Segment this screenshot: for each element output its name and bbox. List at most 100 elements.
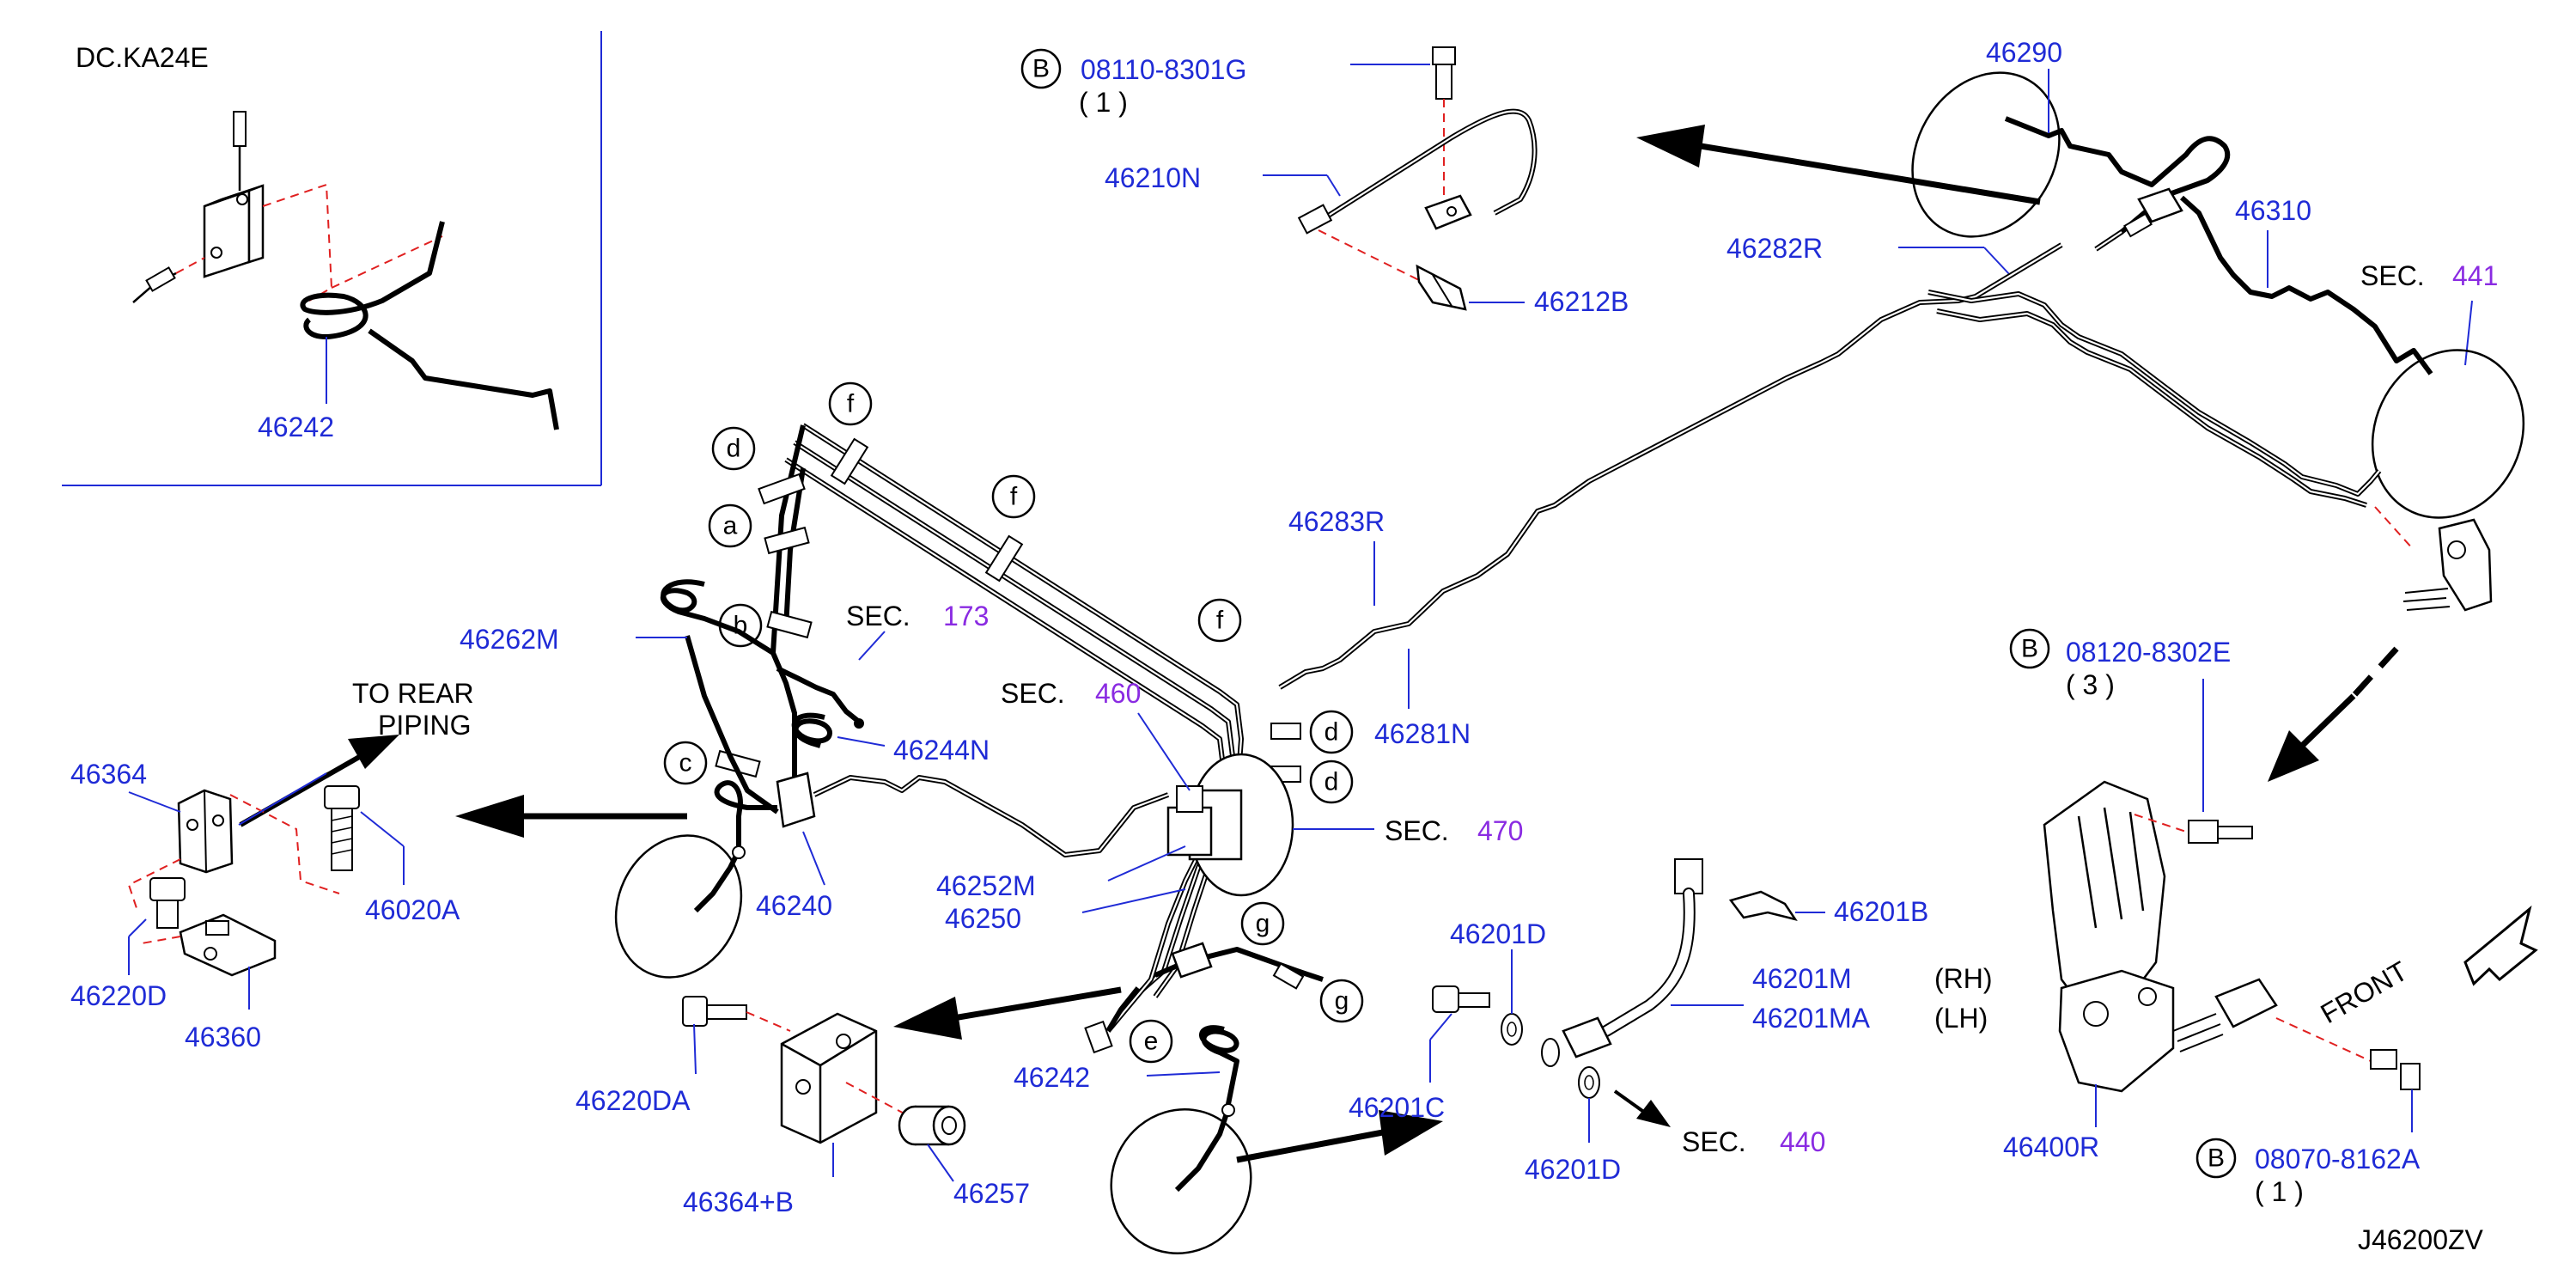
diagram-id: J46200ZV bbox=[2358, 1224, 2484, 1255]
inset-junction-block bbox=[132, 111, 443, 303]
bracket-46360 bbox=[141, 913, 277, 977]
label-46201D-top: 46201D bbox=[1450, 918, 1546, 949]
sec173-ref: 173 bbox=[943, 601, 989, 631]
label-46262M: 46262M bbox=[460, 624, 559, 655]
block-46364B bbox=[780, 1012, 911, 1144]
label-46242: 46242 bbox=[1014, 1062, 1090, 1093]
label-46210N: 46210N bbox=[1105, 162, 1201, 193]
bolt-ref-b-bottom: B bbox=[2208, 1144, 2225, 1173]
clip-46201B bbox=[1728, 890, 1798, 921]
hose-46290 bbox=[2004, 116, 2231, 252]
sec470-ref: 470 bbox=[1477, 815, 1523, 846]
label-46257: 46257 bbox=[953, 1178, 1030, 1209]
arrow-to-sec440 bbox=[1613, 1089, 1671, 1127]
clip-46212B bbox=[1416, 264, 1467, 311]
label-46244N: 46244N bbox=[893, 735, 990, 766]
label-46281N: 46281N bbox=[1374, 718, 1471, 749]
bolt-qty-mid-label: ( 3 ) bbox=[2066, 669, 2115, 700]
pipe-clips bbox=[715, 437, 1301, 783]
label-46020A: 46020A bbox=[365, 894, 460, 925]
bolt-08110-label: 08110-8301G bbox=[1081, 54, 1246, 85]
direction-arrow-bottom bbox=[1236, 1110, 1443, 1163]
inset-panel: DC.KA24E 46242 bbox=[62, 31, 602, 486]
label-46283R: 46283R bbox=[1288, 506, 1385, 537]
direction-arrow-mid bbox=[893, 986, 1122, 1040]
wheel-disc-left bbox=[614, 834, 746, 979]
pipe-46262M-coil bbox=[660, 579, 779, 814]
washer-46201D-bottom bbox=[1578, 1066, 1600, 1099]
label-46364B: 46364+B bbox=[683, 1187, 794, 1217]
sec460-ref: 460 bbox=[1095, 678, 1141, 709]
label-46250: 46250 bbox=[945, 903, 1021, 934]
sec441-prefix: SEC. bbox=[2360, 260, 2425, 291]
pipe-46210N bbox=[1297, 108, 1538, 284]
label-46201MA: 46201MA bbox=[1752, 1003, 1871, 1034]
mid-bolt-callout: B 08120-8302E ( 3 ) bbox=[2009, 628, 2231, 812]
bolt-icon bbox=[1432, 46, 1456, 100]
label-46212B: 46212B bbox=[1534, 286, 1629, 317]
clip-g2-marker: g bbox=[1335, 987, 1349, 1016]
clip-f3-marker: f bbox=[1216, 607, 1224, 635]
clip-f-marker: f bbox=[847, 390, 855, 418]
sec173-prefix: SEC. bbox=[846, 601, 910, 631]
inset-part-label: 46242 bbox=[258, 412, 334, 442]
clip-e-marker: e bbox=[1144, 1028, 1159, 1056]
inset-title: DC.KA24E bbox=[76, 42, 209, 73]
front-arrow-icon: FRONT bbox=[2316, 905, 2538, 1029]
label-46201C: 46201C bbox=[1349, 1092, 1445, 1123]
sec470-prefix: SEC. bbox=[1385, 815, 1449, 846]
bolt-46220DA bbox=[682, 996, 747, 1075]
label-46282R: 46282R bbox=[1726, 233, 1823, 264]
label-46240: 46240 bbox=[756, 890, 832, 921]
wheel-disc-right bbox=[2371, 349, 2525, 519]
clip-c-marker: c bbox=[679, 749, 692, 778]
bolt-46220D bbox=[149, 877, 186, 929]
bushing-46257 bbox=[898, 1105, 966, 1146]
label-46220D: 46220D bbox=[70, 980, 167, 1011]
clip-a-marker: a bbox=[723, 512, 738, 540]
to-rear-label: TO REAR bbox=[352, 678, 474, 709]
caliper-46400R bbox=[2043, 780, 2278, 1093]
sec460-prefix: SEC. bbox=[1001, 678, 1065, 709]
wheel-disc-top bbox=[1911, 71, 2061, 238]
sec173-pipe bbox=[776, 631, 886, 748]
label-46364: 46364 bbox=[70, 759, 147, 790]
pipe-46282R bbox=[1278, 242, 2063, 690]
label-46220DA: 46220DA bbox=[575, 1085, 691, 1116]
bolt-ref-b-mid: B bbox=[2021, 635, 2038, 663]
label-46360: 46360 bbox=[185, 1022, 261, 1052]
inset-pipe-46242 bbox=[300, 221, 559, 430]
bolt-46020A bbox=[324, 785, 360, 871]
bolt-qty-bottom-label: ( 1 ) bbox=[2255, 1176, 2304, 1207]
direction-arrow-left bbox=[455, 795, 687, 838]
bolt-46201C bbox=[1432, 985, 1490, 1013]
hose-46310 bbox=[2137, 187, 2433, 375]
pipe-46283R bbox=[1927, 290, 2382, 508]
label-46201M: 46201M bbox=[1752, 963, 1852, 994]
sec441-ref: 441 bbox=[2452, 260, 2498, 291]
clip-d3-marker: d bbox=[1325, 768, 1339, 796]
front-label: FRONT bbox=[2316, 955, 2413, 1029]
bolt-qty-label: ( 1 ) bbox=[1079, 87, 1128, 118]
washer-46201D-top bbox=[1501, 1013, 1523, 1046]
bottom-bolt-callout: B 08070-8162A ( 1 ) bbox=[2195, 1138, 2421, 1207]
top-bolt-callout: B 08110-8301G ( 1 ) bbox=[1020, 46, 1456, 204]
direction-arrow-top bbox=[1636, 125, 2041, 205]
label-46400R: 46400R bbox=[2003, 1132, 2099, 1162]
bolt-08070-label: 08070-8162A bbox=[2255, 1144, 2421, 1174]
clip-d2-marker: d bbox=[1325, 718, 1339, 747]
label-46201D-bottom: 46201D bbox=[1525, 1154, 1621, 1185]
label-46201B: 46201B bbox=[1834, 896, 1928, 927]
wheel-disc-bottom bbox=[1110, 1103, 1252, 1255]
clip-markers: d f a f b f c d d g g e bbox=[663, 381, 1364, 1064]
pipe-46242-lower bbox=[1084, 942, 1324, 1105]
lh-label: (LH) bbox=[1934, 1003, 1988, 1034]
label-46290: 46290 bbox=[1986, 37, 2062, 68]
hose-46201M bbox=[1541, 858, 1703, 1067]
direction-arrow-right bbox=[2268, 646, 2399, 782]
caliper-small-top bbox=[2374, 506, 2493, 612]
rh-label: (RH) bbox=[1934, 963, 1993, 994]
bolt-ref-b: B bbox=[1032, 55, 1050, 83]
to-rear-note: TO REAR PIPING bbox=[239, 678, 474, 827]
